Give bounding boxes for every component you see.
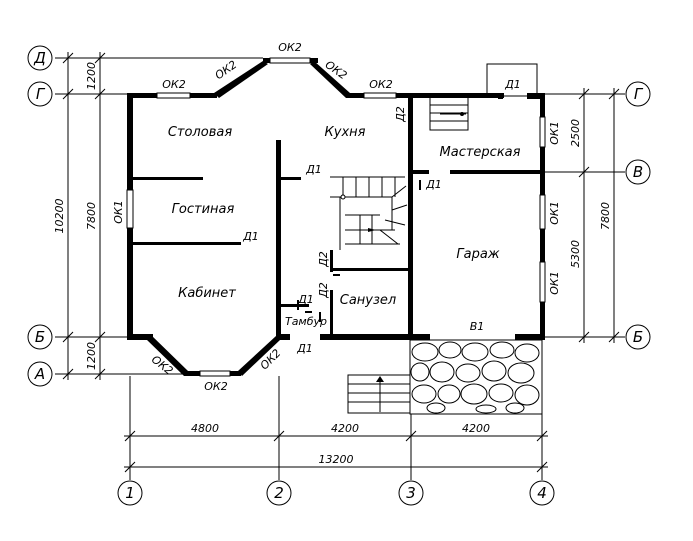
axis-b-left: Б: [35, 328, 45, 346]
dim-right-total: 7800: [599, 202, 612, 230]
label-d1-living: Д1: [242, 230, 259, 243]
label-d2-workshop: Д2: [394, 106, 407, 123]
axis-g-left: Г: [36, 85, 46, 103]
porch-box: [486, 63, 538, 97]
room-labels: Столовая Кухня Мастерская Гостиная Гараж…: [168, 125, 521, 328]
room-garage: Гараж: [456, 247, 499, 262]
dim-bottom-1: 4800: [191, 422, 219, 435]
room-bathroom: Санузел: [340, 293, 396, 308]
room-living: Гостиная: [172, 202, 235, 217]
dim-bottom-total: 13200: [319, 453, 354, 466]
label-ok2-bay-top: ОК2: [278, 41, 301, 54]
label-ok1-right-top: ОК1: [548, 121, 561, 144]
entrance-steps: [347, 374, 411, 414]
axis-d: Д: [33, 49, 46, 67]
dim-bottom-2: 4200: [331, 422, 359, 435]
label-ok1-left: ОК1: [112, 200, 125, 223]
label-d1-vestibule: Д1: [297, 293, 314, 306]
dim-bottom-3: 4200: [462, 422, 490, 435]
axis-3: 3: [406, 484, 416, 502]
workshop-steps: [429, 96, 469, 131]
dim-left-top: 1200: [85, 62, 98, 90]
axis-g-right: Г: [634, 85, 644, 103]
room-vestibule: Тамбур: [285, 315, 327, 328]
label-d1-entrance: Д1: [296, 342, 313, 355]
label-ok1-right-bottom: ОК1: [548, 271, 561, 294]
label-ok2-bottom: ОК2: [204, 380, 227, 393]
axis-markers: Д Г Б А Г В Б 1 2 3 4: [27, 45, 651, 506]
dim-left-mid: 7800: [85, 202, 98, 230]
room-workshop: Мастерская: [440, 145, 521, 160]
axis-a: А: [34, 365, 45, 383]
axis-lines: [55, 52, 625, 480]
axis-2: 2: [274, 484, 284, 502]
dim-right-mid: 5300: [569, 240, 582, 268]
label-d2-bath: Д2: [317, 282, 330, 299]
internal-staircase: [330, 176, 410, 250]
label-d1-kitchen: Д1: [305, 163, 322, 176]
dim-right-top: 2500: [569, 119, 582, 147]
room-dining: Столовая: [168, 125, 232, 140]
dim-left-total: 10200: [53, 199, 66, 234]
stone-paving: [409, 339, 543, 415]
label-gate: В1: [470, 320, 485, 333]
axis-v: В: [633, 163, 643, 181]
dimension-labels: 10200 1200 7800 1200 2500 5300 7800 4800…: [53, 62, 612, 466]
label-ok2-bay-left: ОК2: [213, 58, 240, 82]
room-kitchen: Кухня: [325, 125, 366, 140]
label-d1-porch: Д1: [504, 78, 521, 91]
windows: [126, 57, 546, 377]
room-study: Кабинет: [178, 286, 236, 301]
door-markers: [297, 180, 421, 322]
label-ok1-right-mid: ОК1: [548, 201, 561, 224]
axis-4: 4: [537, 484, 547, 502]
label-ok2-top-left: ОК2: [162, 78, 185, 91]
axis-b-right: Б: [633, 328, 643, 346]
label-ok2-top-right: ОК2: [369, 78, 392, 91]
axis-1: 1: [125, 484, 135, 502]
label-d2-stair: Д2: [317, 251, 330, 268]
dim-left-bottom: 1200: [85, 342, 98, 370]
label-d1-garage: Д1: [425, 178, 442, 191]
